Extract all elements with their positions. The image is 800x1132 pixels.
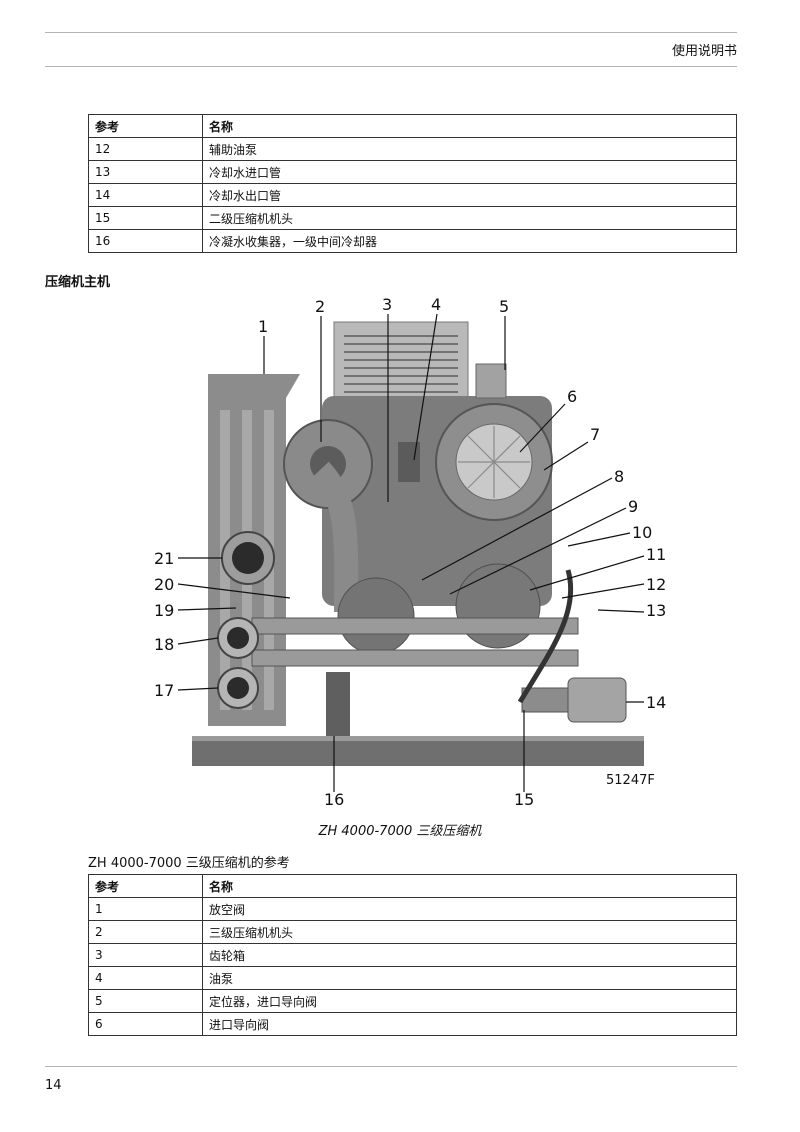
cell-ref: 2 [88, 920, 203, 944]
cell-ref: 13 [88, 160, 203, 184]
callout-20: 20 [154, 575, 174, 594]
vane-blades [458, 426, 530, 498]
column-header-ref: 参考 [88, 114, 203, 138]
callout-19: 19 [154, 601, 174, 620]
cell-name: 冷凝水收集器，一级中间冷却器 [202, 229, 737, 253]
column-header-name: 名称 [202, 114, 737, 138]
flange-18-bore [227, 627, 249, 649]
water-pipe-lower [251, 649, 579, 667]
table-header-row: 参考 名称 [88, 874, 737, 898]
cell-ref: 4 [88, 966, 203, 990]
cell-ref: 5 [88, 989, 203, 1013]
callout-17: 17 [154, 681, 174, 700]
cell-name: 油泵 [202, 966, 737, 990]
cell-name: 放空阀 [202, 897, 737, 921]
callout-15: 15 [514, 790, 534, 809]
document-title: 使用说明书 [671, 44, 737, 59]
footer-rule [45, 1066, 737, 1067]
cell-ref: 15 [88, 206, 203, 230]
condensate-collector [326, 672, 350, 736]
callout-14: 14 [646, 693, 666, 712]
callout-12: 12 [646, 575, 666, 594]
cooler-left [337, 577, 415, 655]
cell-name: 定位器，进口导向阀 [202, 989, 737, 1013]
base-frame-edge [192, 736, 644, 741]
table-intro: ZH 4000-7000 三级压缩机的参考 [88, 856, 290, 871]
cell-name: 二级压缩机机头 [202, 206, 737, 230]
positioner [475, 363, 507, 399]
oil-pump [398, 442, 420, 482]
callout-1: 1 [258, 317, 268, 336]
callout-5: 5 [499, 297, 509, 316]
cell-ref: 12 [88, 137, 203, 161]
compressor-illustration: 1 2 3 4 5 6 7 8 9 10 11 12 13 14 15 16 1… [154, 295, 666, 809]
water-pipe-upper [251, 617, 579, 635]
callout-2: 2 [315, 297, 325, 316]
callout-18: 18 [154, 635, 174, 654]
oil-hose [517, 569, 574, 704]
cell-name: 冷却水进口管 [202, 160, 737, 184]
cell-ref: 14 [88, 183, 203, 207]
page-number: 14 [45, 1078, 62, 1093]
aux-oil-pump [521, 687, 569, 713]
column-header-name: 名称 [202, 874, 737, 898]
cell-name: 齿轮箱 [202, 943, 737, 967]
cell-ref: 6 [88, 1012, 203, 1036]
callout-4: 4 [431, 295, 441, 314]
cell-ref: 3 [88, 943, 203, 967]
callout-7: 7 [590, 425, 600, 444]
cell-name: 辅助油泵 [202, 137, 737, 161]
grille-slats [344, 335, 458, 393]
header-rule-top [45, 32, 737, 33]
flange-17-bore [227, 677, 249, 699]
leader-lines [177, 313, 645, 792]
table-header-row: 参考 名称 [88, 114, 737, 138]
callout-10: 10 [632, 523, 652, 542]
aux-oil-pump-motor [567, 677, 627, 723]
callout-3: 3 [382, 295, 392, 314]
header-rule-bottom [45, 66, 737, 67]
callout-6: 6 [567, 387, 577, 406]
figure-caption: ZH 4000-7000 三级压缩机 [318, 824, 482, 839]
callout-13: 13 [646, 601, 666, 620]
callout-9: 9 [628, 497, 638, 516]
callout-8: 8 [614, 467, 624, 486]
interstage-pipe [310, 461, 359, 613]
cell-ref: 1 [88, 897, 203, 921]
column-header-ref: 参考 [88, 874, 203, 898]
callout-16: 16 [324, 790, 344, 809]
cell-name: 进口导向阀 [202, 1012, 737, 1036]
callout-11: 11 [646, 545, 666, 564]
cooler-right [455, 563, 541, 649]
compressor-figure: 1 2 3 4 5 6 7 8 9 10 11 12 13 14 15 16 1… [150, 292, 670, 812]
section-heading: 压缩机主机 [45, 275, 111, 290]
flange-21-bore [232, 542, 264, 574]
callout-21: 21 [154, 549, 174, 568]
cell-ref: 16 [88, 229, 203, 253]
figure-code: 51247F [606, 773, 655, 788]
cell-name: 三级压缩机机头 [202, 920, 737, 944]
cell-name: 冷却水出口管 [202, 183, 737, 207]
